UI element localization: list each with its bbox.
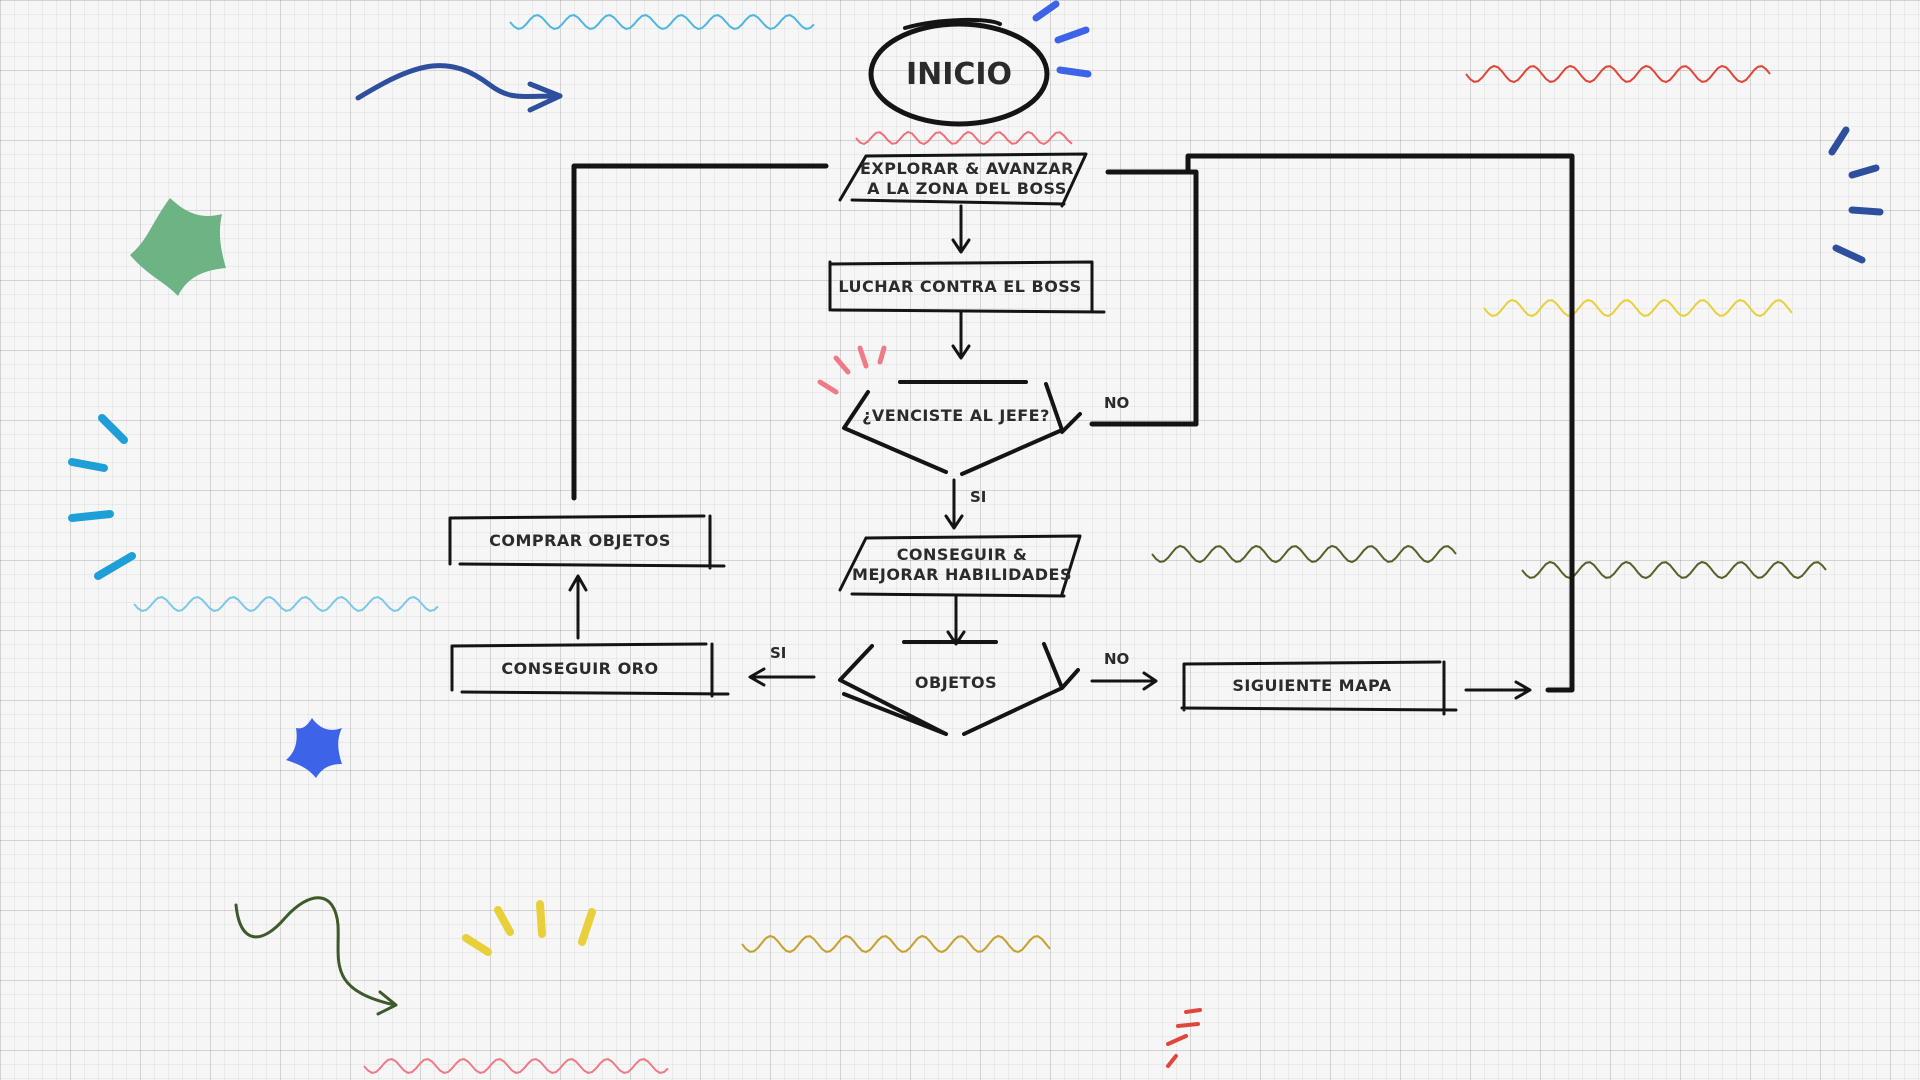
node-fight: LUCHAR CONTRA EL BOSS <box>828 260 1106 314</box>
node-gold: CONSEGUIR ORO <box>450 642 730 698</box>
next-map-label: SIGUIENTE MAPA <box>1232 676 1391 695</box>
edge-label-boss-no: NO <box>1104 394 1129 412</box>
skills-label-line2: MEJORAR HABILIDADES <box>852 565 1072 584</box>
explore-shape <box>838 152 1088 208</box>
next-map-shape <box>1180 660 1458 716</box>
burst-blue-top <box>1032 0 1092 78</box>
edge-label-items-no: NO <box>1104 650 1129 668</box>
arrow-fight-to-decision <box>951 310 971 360</box>
loop-buy-to-explore <box>571 163 829 501</box>
decision-items-label: OBJETOS <box>915 673 997 692</box>
skills-label-line1: CONSEGUIR & <box>897 545 1028 564</box>
loop-no-to-explore <box>1105 169 1199 427</box>
squiggle-arrow-olive <box>234 896 397 1007</box>
node-skills: CONSEGUIR & MEJORAR HABILIDADES <box>838 534 1082 598</box>
burst-red <box>1166 1008 1202 1068</box>
explore-label-line1: EXPLORAR & AVANZAR <box>860 159 1074 178</box>
gold-shape <box>450 642 730 698</box>
start-label: INICIO <box>906 57 1012 92</box>
wavy-line-red-under-start <box>855 130 1073 146</box>
green-star <box>130 198 226 296</box>
wavy-line-olive-right <box>1521 560 1827 580</box>
arrow-gold-to-buy <box>568 574 588 640</box>
edge-label-boss-yes: SI <box>970 488 986 506</box>
burst-light-blue-left <box>68 414 136 580</box>
burst-pink <box>817 345 887 395</box>
decision-items-shape <box>838 640 1080 736</box>
edge-label-items-yes: SI <box>770 644 786 662</box>
wavy-line-gold-bottom <box>741 934 1051 954</box>
arrow-skills-to-objects <box>946 594 966 646</box>
connectors <box>568 153 1575 700</box>
node-decision-items: OBJETOS <box>838 640 1080 736</box>
skills-shape <box>838 534 1082 598</box>
fight-shape <box>828 260 1106 314</box>
blue-star <box>286 718 342 778</box>
decision-boss-shape <box>842 380 1082 476</box>
wavy-line-light-blue-top <box>509 14 815 30</box>
wavy-line-yellow-right <box>1483 298 1793 318</box>
node-decision-boss: ¿VENCISTE AL JEFE? <box>842 380 1082 476</box>
arrow-next-map-out <box>1464 680 1532 700</box>
arrow-decision-yes-to-skills <box>944 478 964 530</box>
arrow-explore-to-fight <box>951 204 971 254</box>
burst-navy-right <box>1828 126 1884 264</box>
buy-shape <box>448 514 726 570</box>
node-explore: EXPLORAR & AVANZAR A LA ZONA DEL BOSS <box>838 152 1088 208</box>
arrow-objects-yes-to-gold <box>748 667 816 687</box>
decision-boss-label: ¿VENCISTE AL JEFE? <box>862 406 1050 425</box>
arrowhead-navy <box>527 81 563 113</box>
buy-label: COMPRAR OBJETOS <box>489 531 671 550</box>
gold-label: CONSEGUIR ORO <box>501 659 658 678</box>
start-ellipse <box>868 21 1050 127</box>
start-node: INICIO <box>868 17 1050 127</box>
arrowhead-olive <box>376 990 398 1016</box>
wavy-line-olive-mid <box>1151 544 1457 564</box>
wavy-line-red-top-right <box>1465 64 1771 84</box>
node-buy: COMPRAR OBJETOS <box>448 514 726 570</box>
explore-label-line2: A LA ZONA DEL BOSS <box>867 179 1067 198</box>
wavy-line-light-blue-left <box>133 596 439 612</box>
arrow-objects-no-to-next <box>1090 671 1158 691</box>
burst-yellow <box>462 900 596 956</box>
fight-label: LUCHAR CONTRA EL BOSS <box>838 277 1081 296</box>
loop-next-map-to-explore <box>1185 153 1575 693</box>
start-ellipse-overstroke <box>903 17 1002 30</box>
curved-arrow-navy <box>355 63 563 101</box>
node-next-map: SIGUIENTE MAPA <box>1180 660 1458 716</box>
wavy-line-pink-bottom <box>363 1058 669 1074</box>
